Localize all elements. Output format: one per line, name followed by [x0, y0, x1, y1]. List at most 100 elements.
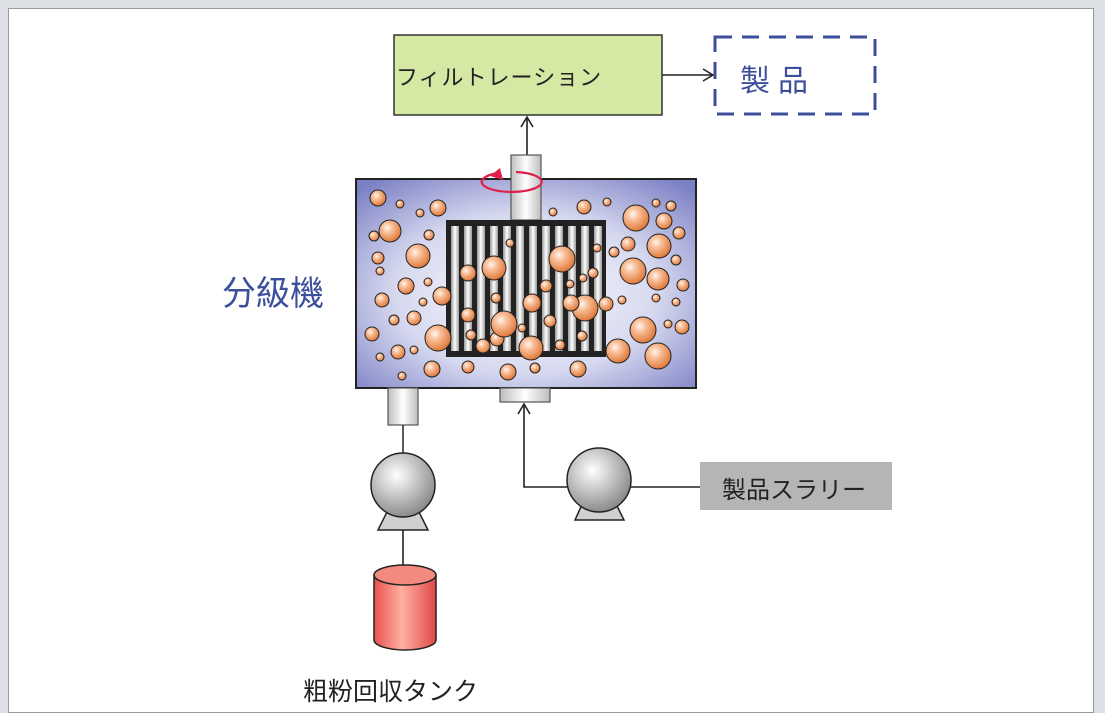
particle-icon	[369, 189, 387, 207]
particle-icon	[620, 236, 636, 252]
particle-icon	[655, 212, 673, 230]
particle-icon	[665, 200, 677, 212]
pump-to-vessel-line	[517, 402, 567, 488]
particle-icon	[499, 363, 517, 381]
rotor-slat	[555, 226, 563, 351]
particle-icon	[409, 345, 419, 355]
particle-icon	[565, 279, 575, 289]
particle-icon	[378, 219, 402, 243]
rotor-slat	[529, 226, 537, 351]
particle-icon	[617, 295, 627, 305]
particle-icon	[518, 335, 544, 361]
particle-icon	[406, 310, 422, 326]
particle-icon	[461, 360, 475, 374]
particle-icon	[371, 251, 385, 265]
particle-icon	[459, 264, 477, 282]
tank-icon	[373, 564, 437, 651]
particle-icon	[644, 342, 672, 370]
rotor-slat	[516, 226, 524, 351]
particle-icon	[368, 230, 380, 242]
particle-icon	[676, 278, 690, 292]
particle-icon	[424, 324, 452, 352]
classifier-label: 分級機	[222, 274, 324, 314]
product-slurry-label: 製品スラリー	[722, 476, 866, 504]
particle-icon	[432, 286, 452, 306]
rotor-slat	[477, 226, 485, 351]
product-label: 製品	[740, 64, 816, 99]
particle-icon	[395, 199, 405, 209]
product-slurry-box	[700, 462, 892, 510]
particle-icon	[397, 277, 415, 295]
particle-icon	[481, 255, 507, 281]
particle-icon	[374, 292, 390, 308]
particle-icon	[608, 246, 620, 258]
particle-icon	[423, 360, 441, 378]
rotor-slat	[568, 226, 576, 351]
particles	[364, 189, 690, 381]
particle-icon	[465, 329, 477, 341]
rotor-slat	[594, 226, 602, 351]
rotation-arrow-icon	[480, 168, 543, 193]
particle-icon	[674, 319, 690, 335]
particle-icon	[423, 229, 435, 241]
particle-icon	[562, 294, 580, 312]
particle-icon	[522, 293, 542, 313]
particle-icon	[671, 297, 681, 307]
particle-icon	[375, 352, 385, 362]
particle-icon	[629, 316, 657, 344]
particle-icon	[543, 314, 557, 328]
particle-icon	[578, 273, 588, 283]
particle-icon	[670, 254, 682, 266]
pump-icon	[566, 447, 632, 521]
particle-icon	[646, 233, 672, 259]
particle-icon	[646, 267, 670, 291]
rotor-slat	[451, 226, 459, 351]
particle-icon	[548, 207, 558, 217]
particle-icon	[569, 360, 587, 378]
particle-icon	[490, 292, 502, 304]
filtration-label: フィルトレーション	[396, 66, 603, 91]
particle-icon	[415, 208, 425, 218]
rotor-slat	[490, 226, 498, 351]
particle-icon	[375, 266, 385, 276]
particle-icon	[405, 243, 431, 269]
pump-icon	[370, 452, 436, 531]
particle-icon	[554, 339, 566, 351]
rotor-slat	[503, 226, 511, 351]
filtration-box	[393, 34, 663, 116]
particle-icon	[390, 344, 406, 360]
particle-icon	[651, 293, 661, 303]
particle-icon	[576, 330, 588, 342]
rotor-slat	[581, 226, 589, 351]
particle-icon	[672, 226, 686, 240]
particle-icon	[529, 362, 541, 374]
particle-icon	[622, 204, 650, 232]
particle-icon	[592, 243, 602, 253]
product-box	[713, 35, 877, 116]
particle-icon	[651, 198, 661, 208]
particle-icon	[598, 296, 614, 312]
particle-icon	[576, 199, 592, 215]
particle-icon	[460, 307, 476, 323]
particle-icon	[539, 279, 553, 293]
coarse-outlet-pipe	[387, 387, 419, 426]
particle-icon	[505, 238, 515, 248]
particle-icon	[619, 257, 647, 285]
particle-icon	[587, 267, 599, 279]
particle-icon	[490, 310, 518, 338]
coarse-powder-tank-label: 粗粉回収タンク	[303, 677, 479, 706]
particle-icon	[602, 197, 612, 207]
particle-icon	[548, 245, 576, 273]
particle-icon	[364, 326, 380, 342]
rotor-slat	[464, 226, 472, 351]
particle-icon	[605, 338, 631, 364]
particle-icon	[517, 323, 527, 333]
particle-icon	[663, 319, 673, 329]
particle-icon	[388, 314, 400, 326]
particle-icon	[397, 371, 407, 381]
particle-icon	[418, 297, 428, 307]
particle-icon	[429, 199, 447, 217]
particle-icon	[475, 338, 491, 354]
particle-icon	[423, 277, 433, 287]
